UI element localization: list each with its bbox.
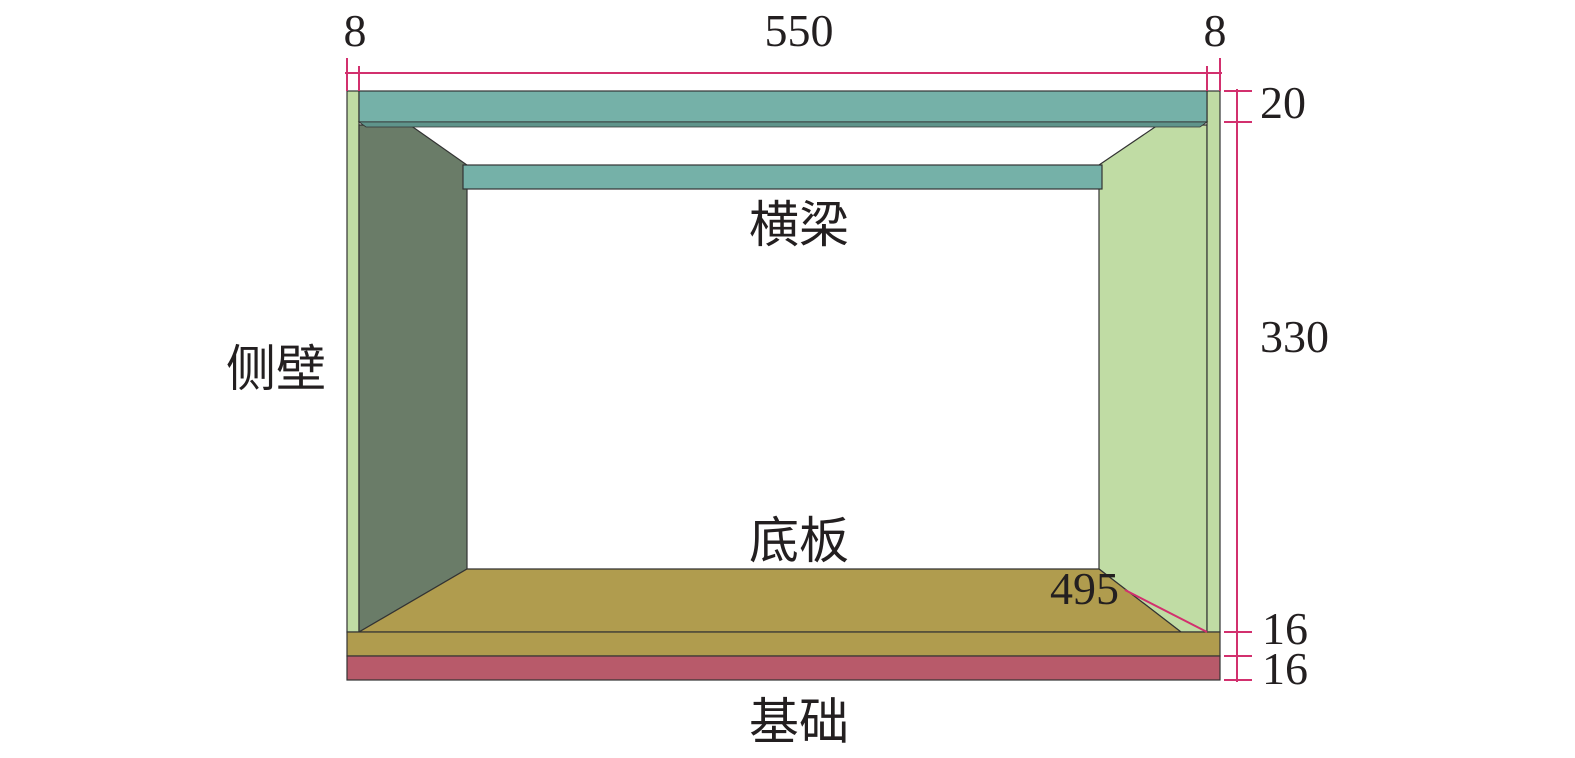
foundation-block [346, 655, 1221, 681]
dim-depth: 495 [1050, 563, 1119, 614]
dim-beam-height: 20 [1260, 77, 1306, 128]
dim-foundation-thickness: 16 [1262, 643, 1308, 694]
top-crossbeam [358, 90, 1208, 123]
dim-right-wall: 8 [1204, 5, 1227, 56]
label-floor-slab: 底板 [749, 513, 849, 569]
dim-wall-height: 330 [1260, 311, 1329, 362]
back-opening [467, 188, 1099, 569]
left-wall-edge [346, 90, 360, 633]
left-wall-face [358, 124, 468, 634]
top-crossbeam-underside [357, 121, 1209, 128]
label-crossbeam: 横梁 [749, 197, 849, 253]
label-side-wall: 侧壁 [226, 341, 326, 397]
dimension-lines [345, 58, 1252, 682]
dim-floor-thickness: 16 [1262, 603, 1308, 654]
rear-crossbeam [462, 164, 1103, 190]
dim-line-depth [1124, 589, 1208, 633]
floor-slab-front [346, 631, 1221, 657]
right-wall-edge [1206, 90, 1221, 633]
dim-inner-width: 550 [765, 5, 834, 56]
dim-left-wall: 8 [344, 5, 367, 56]
right-wall-face [1098, 124, 1208, 633]
label-foundation: 基础 [749, 694, 849, 750]
